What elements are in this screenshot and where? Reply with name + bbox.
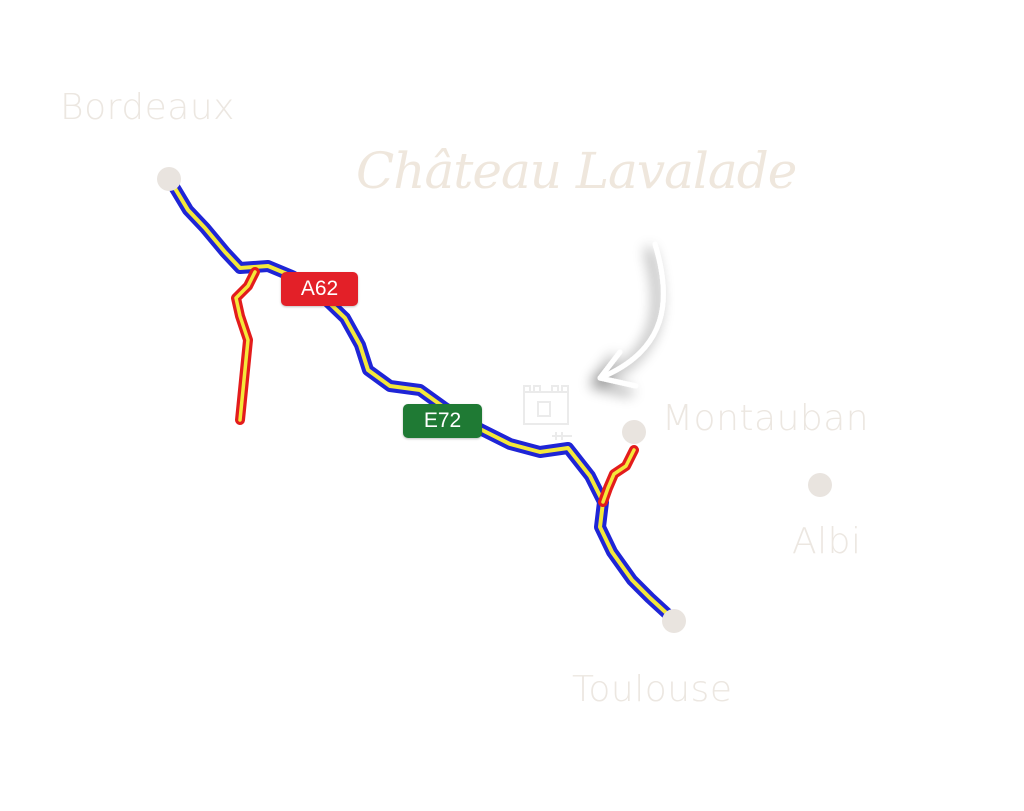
secondary-routes bbox=[231, 267, 639, 507]
motorway-inner-line bbox=[168, 178, 676, 622]
road-badge-a62: A62 bbox=[281, 272, 358, 306]
city-label-bordeaux: Bordeaux bbox=[60, 87, 235, 128]
albi-marker[interactable] bbox=[808, 473, 832, 497]
city-label-montauban: Montauban bbox=[662, 398, 870, 439]
west-branch-inner-line bbox=[234, 270, 257, 422]
road-badge-e72: E72 bbox=[403, 404, 482, 438]
bordeaux-marker[interactable] bbox=[157, 167, 181, 191]
city-label-albi: Albi bbox=[792, 521, 862, 562]
montauban-branch-inner-line bbox=[601, 448, 636, 504]
montauban-marker[interactable] bbox=[622, 420, 646, 444]
toulouse-marker[interactable] bbox=[662, 609, 686, 633]
city-label-toulouse: Toulouse bbox=[572, 669, 733, 710]
motorway-route bbox=[164, 174, 680, 626]
map-title: Château Lavalade bbox=[356, 142, 797, 200]
